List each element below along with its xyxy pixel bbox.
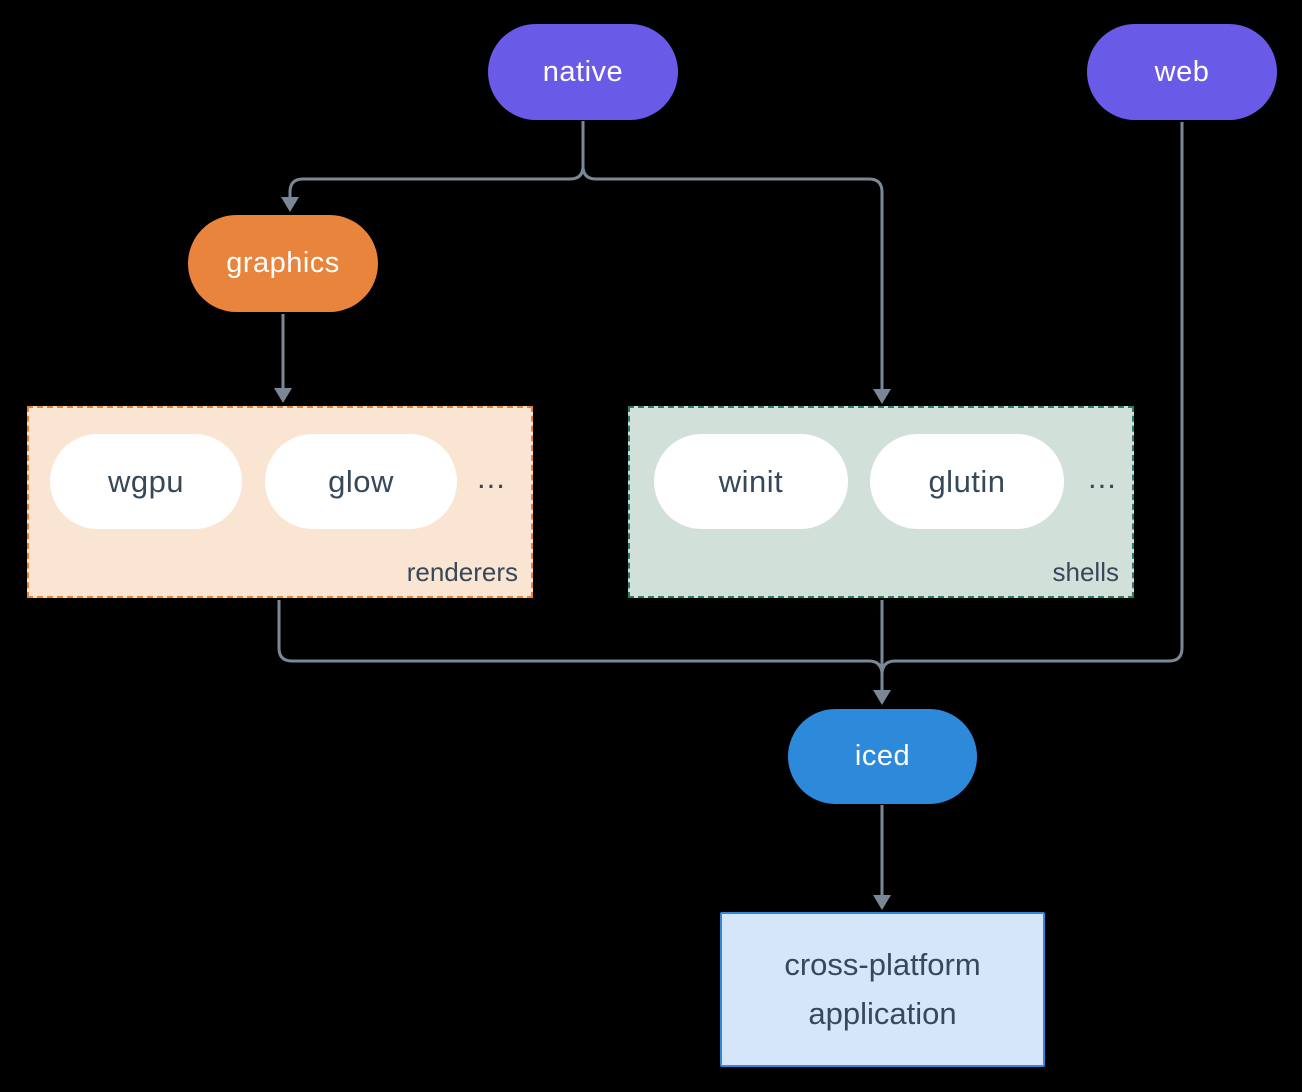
arrowhead-application — [873, 895, 891, 910]
application-label: cross-platform application — [784, 947, 981, 1031]
node-winit-label: winit — [718, 463, 784, 499]
node-winit: winit — [654, 434, 848, 529]
node-glutin-label: glutin — [928, 463, 1006, 499]
node-wgpu-label: wgpu — [107, 463, 185, 499]
shells-label: shells — [1052, 557, 1119, 587]
node-web: web — [1087, 24, 1277, 120]
node-cross-platform-application: cross-platform application — [720, 912, 1045, 1067]
renderers-ellipsis: ... — [477, 460, 506, 495]
node-iced: iced — [788, 709, 977, 804]
node-graphics: graphics — [188, 215, 378, 312]
node-glow-label: glow — [328, 463, 394, 499]
arrowhead-renderers — [274, 388, 292, 403]
renderers-group: wgpu glow ... renderers — [27, 406, 533, 598]
node-native: native — [488, 24, 678, 120]
arrowhead-shells — [873, 389, 891, 404]
shells-ellipsis: ... — [1088, 460, 1117, 495]
node-web-label: web — [1154, 55, 1210, 88]
renderers-label: renderers — [406, 557, 518, 587]
shells-group: winit glutin ... shells — [628, 406, 1134, 598]
node-glutin: glutin — [870, 434, 1064, 529]
node-wgpu: wgpu — [50, 434, 242, 529]
edge-renderers-to-merge — [277, 600, 884, 674]
node-glow: glow — [265, 434, 457, 529]
node-native-label: native — [542, 55, 624, 88]
arrowhead-iced — [873, 690, 891, 705]
node-iced-label: iced — [854, 740, 911, 772]
arrowhead-graphics — [281, 197, 299, 212]
edge-native-to-shells — [581, 165, 884, 390]
node-graphics-label: graphics — [226, 247, 340, 279]
edge-native-to-graphics — [288, 121, 585, 198]
